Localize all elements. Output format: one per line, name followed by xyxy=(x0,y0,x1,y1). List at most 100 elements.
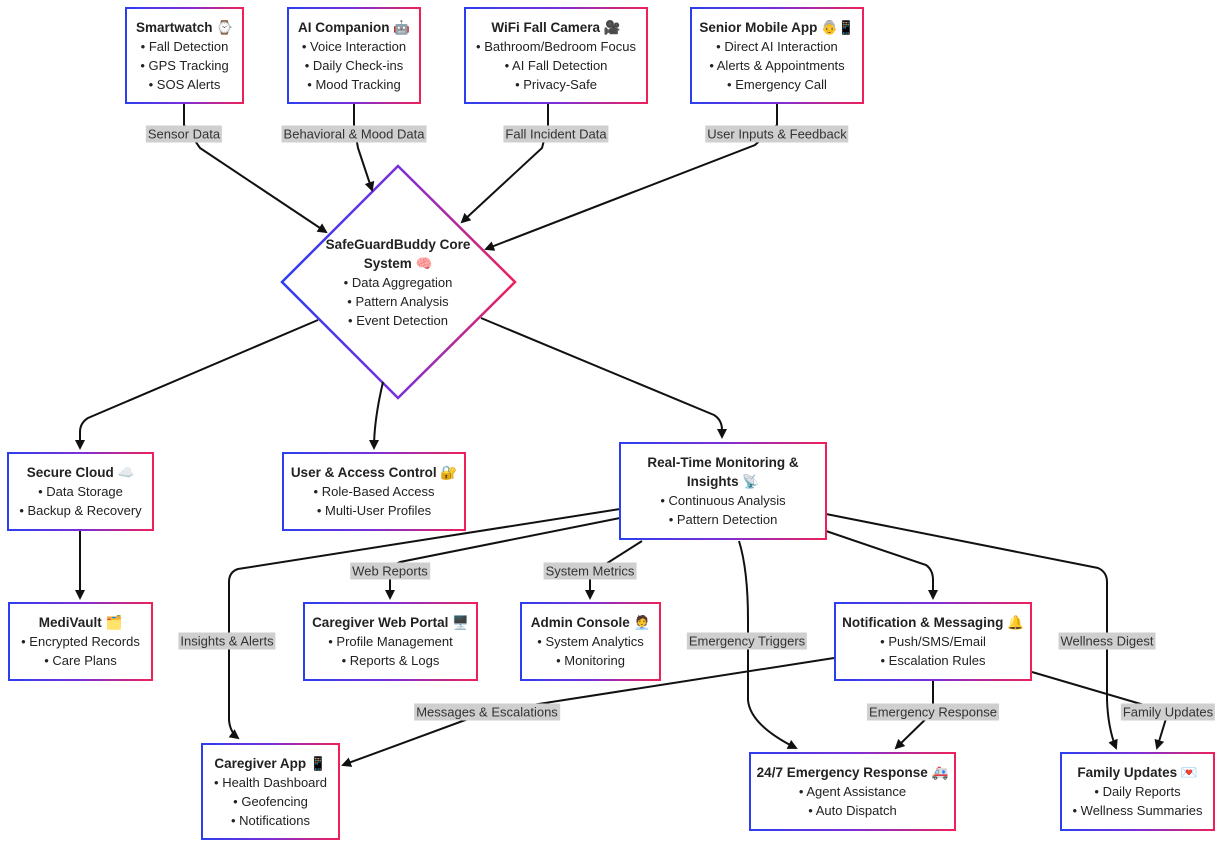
node-smartwatch: Smartwatch ⌚ Fall Detection GPS Tracking… xyxy=(125,7,244,104)
node-item: Agent Assistance xyxy=(799,782,906,801)
node-title: WiFi Fall Camera 🎥 xyxy=(491,19,621,35)
node-item: Role-Based Access xyxy=(314,482,435,501)
node-senior-mobile-app: Senior Mobile App 👵📱 Direct AI Interacti… xyxy=(690,7,864,104)
node-item: Escalation Rules xyxy=(880,651,986,670)
node-wifi-fall-camera: WiFi Fall Camera 🎥 Bathroom/Bedroom Focu… xyxy=(464,7,648,104)
node-items: Bathroom/Bedroom Focus AI Fall Detection… xyxy=(476,37,636,94)
node-item: Push/SMS/Email xyxy=(880,632,986,651)
node-medivault: MediVault 🗂️ Encrypted Records Care Plan… xyxy=(8,602,153,681)
node-item: Care Plans xyxy=(21,651,140,670)
node-item: Fall Detection xyxy=(140,37,228,56)
node-item: AI Fall Detection xyxy=(476,56,636,75)
node-item: Event Detection xyxy=(344,311,453,330)
node-items: Voice Interaction Daily Check-ins Mood T… xyxy=(302,37,406,94)
node-title: Caregiver App 📱 xyxy=(214,755,327,771)
node-item: Daily Reports xyxy=(1072,782,1202,801)
node-item: Profile Management xyxy=(328,632,452,651)
node-item: Direct AI Interaction xyxy=(709,37,844,56)
node-items: Health Dashboard Geofencing Notification… xyxy=(214,773,327,830)
node-item: Reports & Logs xyxy=(328,651,453,670)
node-title: User & Access Control 🔐 xyxy=(290,465,458,480)
node-title: Senior Mobile App 👵📱 xyxy=(699,19,855,35)
node-item: Continuous Analysis xyxy=(660,491,786,510)
node-item: System Analytics xyxy=(537,632,643,651)
node-core-system: SafeGuardBuddy Core System 🧠 Data Aggreg… xyxy=(318,232,478,332)
edge-core-monitoring xyxy=(480,317,727,439)
node-realtime-monitoring: Real-Time Monitoring & Insights 📡 Contin… xyxy=(619,442,827,540)
node-item: Monitoring xyxy=(537,651,643,670)
node-item: Notifications xyxy=(214,811,327,830)
node-items: Fall Detection GPS Tracking SOS Alerts xyxy=(140,37,228,94)
node-title: Smartwatch ⌚ xyxy=(135,19,234,35)
node-items: System Analytics Monitoring xyxy=(537,632,643,670)
edge-label-messages-escalations: Messages & Escalations xyxy=(414,703,560,721)
node-admin-console: Admin Console 🧑‍💼 System Analytics Monit… xyxy=(520,602,661,681)
edge-companion-core xyxy=(353,103,375,192)
node-item: Health Dashboard xyxy=(214,773,327,792)
node-item: Geofencing xyxy=(214,792,327,811)
node-item: Wellness Summaries xyxy=(1072,801,1203,820)
node-access-control: User & Access Control 🔐 Role-Based Acces… xyxy=(282,452,466,531)
node-item: Pattern Detection xyxy=(660,510,785,529)
node-item: Multi-User Profiles xyxy=(314,501,435,520)
node-items: Profile Management Reports & Logs xyxy=(328,632,453,670)
edge-monitoring-family xyxy=(825,513,1118,750)
node-item: Backup & Recovery xyxy=(19,501,142,520)
node-title: MediVault 🗂️ xyxy=(38,615,123,630)
edge-label-user-inputs: User Inputs & Feedback xyxy=(705,125,849,143)
node-items: Encrypted Records Care Plans xyxy=(21,632,140,670)
node-item: Data Aggregation xyxy=(344,273,452,292)
edge-label-behavioral-mood: Behavioral & Mood Data xyxy=(281,125,427,143)
node-title: Secure Cloud ☁️ xyxy=(26,465,135,480)
edge-monitoring-caregiverapp xyxy=(228,508,621,740)
edge-label-system-metrics: System Metrics xyxy=(543,562,637,580)
node-item: Privacy-Safe xyxy=(476,75,636,94)
node-item: Bathroom/Bedroom Focus xyxy=(476,37,636,56)
edge-label-family-updates: Family Updates xyxy=(1120,703,1216,721)
edge-smartwatch-core xyxy=(183,103,328,234)
node-caregiver-web-portal: Caregiver Web Portal 🖥️ Profile Manageme… xyxy=(303,602,478,681)
node-emergency-response: 24/7 Emergency Response 🚑 Agent Assistan… xyxy=(749,752,956,831)
node-title: Admin Console 🧑‍💼 xyxy=(530,615,651,630)
node-notification-messaging: Notification & Messaging 🔔 Push/SMS/Emai… xyxy=(834,602,1032,681)
node-item: GPS Tracking xyxy=(140,56,228,75)
node-title: Notification & Messaging 🔔 xyxy=(842,615,1024,630)
node-title: Caregiver Web Portal 🖥️ xyxy=(312,615,469,630)
node-items: Direct AI Interaction Alerts & Appointme… xyxy=(709,37,845,94)
node-item: Data Storage xyxy=(19,482,141,501)
node-items: Daily Reports Wellness Summaries xyxy=(1072,782,1203,820)
node-secure-cloud: Secure Cloud ☁️ Data Storage Backup & Re… xyxy=(7,452,154,531)
edge-label-insights-alerts: Insights & Alerts xyxy=(178,632,276,650)
node-items: Push/SMS/Email Escalation Rules xyxy=(880,632,986,670)
node-items: Data Storage Backup & Recovery xyxy=(19,482,142,520)
node-items: Role-Based Access Multi-User Profiles xyxy=(314,482,435,520)
node-family-updates: Family Updates 💌 Daily Reports Wellness … xyxy=(1060,752,1215,831)
node-item: Voice Interaction xyxy=(302,37,406,56)
node-item: Daily Check-ins xyxy=(302,56,406,75)
edge-core-cloud xyxy=(75,319,319,450)
node-item: Mood Tracking xyxy=(302,75,406,94)
edge-monitoring-emergency xyxy=(738,540,798,749)
edge-label-emergency-response: Emergency Response xyxy=(867,703,999,721)
node-title: 24/7 Emergency Response 🚑 xyxy=(756,765,949,780)
edge-monitoring-notification xyxy=(825,530,938,600)
edge-label-fall-incident: Fall Incident Data xyxy=(503,125,609,143)
node-item: Pattern Analysis xyxy=(344,292,453,311)
node-item: Alerts & Appointments xyxy=(709,56,845,75)
node-title: Real-Time Monitoring & Insights 📡 xyxy=(647,455,799,489)
edge-camera-core xyxy=(460,103,549,224)
node-caregiver-app: Caregiver App 📱 Health Dashboard Geofenc… xyxy=(201,743,340,840)
node-item: Auto Dispatch xyxy=(799,801,906,820)
node-item: SOS Alerts xyxy=(140,75,228,94)
node-items: Continuous Analysis Pattern Detection xyxy=(660,491,786,529)
node-items: Agent Assistance Auto Dispatch xyxy=(799,782,906,820)
node-item: Encrypted Records xyxy=(21,632,140,651)
edge-label-emergency-triggers: Emergency Triggers xyxy=(686,632,808,650)
edge-label-web-reports: Web Reports xyxy=(350,562,430,580)
edge-label-wellness-digest: Wellness Digest xyxy=(1058,632,1156,650)
node-item: Emergency Call xyxy=(709,75,844,94)
node-title: SafeGuardBuddy Core System 🧠 xyxy=(325,236,471,271)
node-title: AI Companion 🤖 xyxy=(297,19,411,35)
node-ai-companion: AI Companion 🤖 Voice Interaction Daily C… xyxy=(287,7,421,104)
node-items: Data Aggregation Pattern Analysis Event … xyxy=(344,273,453,330)
